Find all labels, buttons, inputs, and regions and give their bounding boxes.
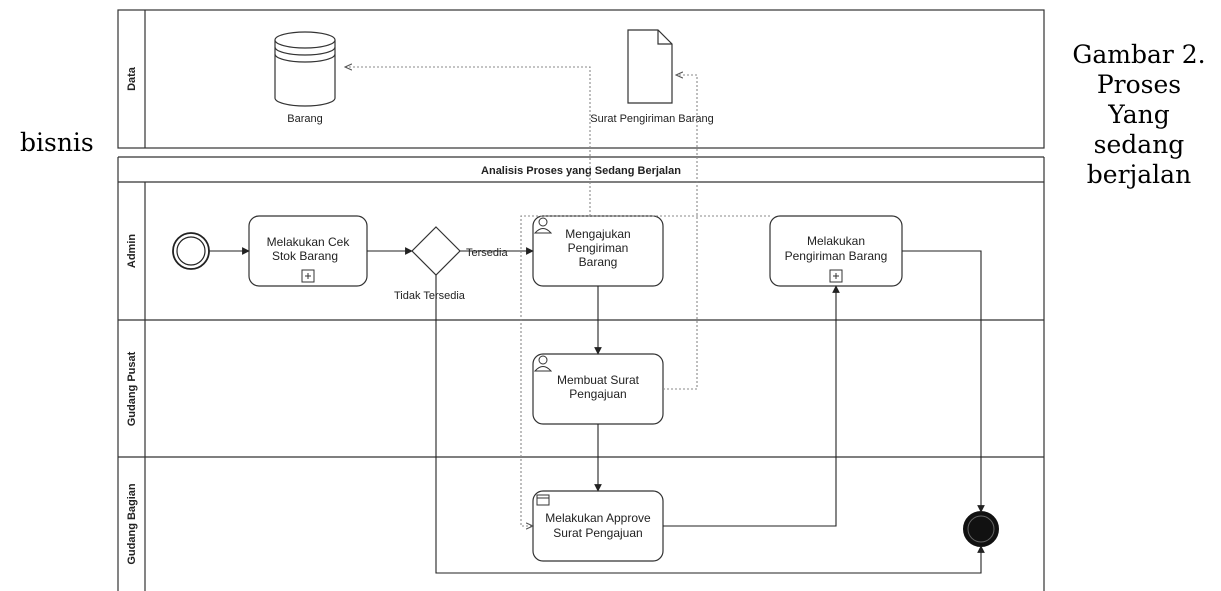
- task-approve: Melakukan Approve Surat Pengajuan: [532, 490, 664, 562]
- pool-title: Analisis Proses yang Sedang Berjalan: [481, 165, 681, 177]
- task-pengiriman: Melakukan Pengiriman Barang: [769, 215, 903, 287]
- assoc-mengajukan-to-barang: [345, 67, 591, 216]
- data-object-label: Surat Pengiriman Barang: [590, 113, 714, 125]
- data-pool: Data: [117, 9, 1045, 149]
- caption-line: berjalan: [1086, 160, 1192, 189]
- task-label: Stok Barang: [272, 249, 338, 263]
- data-store-barang: Barang: [274, 31, 336, 125]
- flow-pengiriman-to-end: [902, 250, 985, 513]
- task-label: Membuat Surat: [557, 373, 640, 387]
- task-label: Mengajukan: [565, 227, 630, 241]
- lane-label-data: Data: [126, 66, 138, 91]
- caption-line: Proses: [1096, 70, 1182, 99]
- flow-label-tidak-tersedia: Tidak Tersedia: [394, 290, 466, 302]
- caption-line: Yang: [1108, 100, 1170, 129]
- task-membuat-surat: Membuat Surat Pengajuan: [532, 353, 664, 425]
- task-label: Surat Pengajuan: [553, 526, 642, 540]
- flow-label-tersedia: Tersedia: [466, 247, 508, 259]
- task-label: Melakukan Approve: [545, 511, 651, 525]
- caption-bisnis: bisnis: [20, 128, 94, 157]
- data-store-label: Barang: [287, 113, 322, 125]
- start-event: [172, 232, 210, 270]
- assoc-pengiriman-to-approve: [520, 215, 770, 526]
- end-event-ring: [967, 515, 995, 543]
- end-event: [963, 511, 999, 547]
- data-associations: [345, 67, 770, 526]
- task-label: Pengiriman Barang: [785, 249, 888, 263]
- task-label: Melakukan Cek: [267, 235, 351, 249]
- assoc-membuat-to-surat: [663, 75, 698, 390]
- caption-line: sedang: [1093, 130, 1185, 159]
- flow-approve-to-pengiriman: [663, 285, 840, 527]
- lane-label-gudang-bagian: Gudang Bagian: [126, 483, 138, 565]
- flow-tidak-tersedia-to-end: [435, 275, 985, 574]
- caption-line: Gambar 2.: [1072, 40, 1206, 69]
- lane-label-gudang-pusat: Gudang Pusat: [126, 351, 138, 426]
- task-cek-stok: Melakukan Cek Stok Barang: [248, 215, 368, 287]
- task-mengajukan: Mengajukan Pengiriman Barang: [532, 215, 664, 287]
- start-event-inner: [176, 236, 206, 266]
- exclusive-gateway: [411, 226, 461, 276]
- task-label: Barang: [579, 255, 618, 269]
- figure-caption: Gambar 2. Proses Yang sedang berjalan: [1054, 40, 1221, 190]
- task-label: Pengajuan: [569, 387, 626, 401]
- task-label: Melakukan: [807, 234, 865, 248]
- lane-label-admin: Admin: [126, 234, 138, 269]
- data-object-surat: Surat Pengiriman Barang: [590, 29, 714, 125]
- process-pool: Analisis Proses yang Sedang Berjalan Adm…: [117, 156, 1045, 591]
- task-label: Pengiriman: [568, 241, 629, 255]
